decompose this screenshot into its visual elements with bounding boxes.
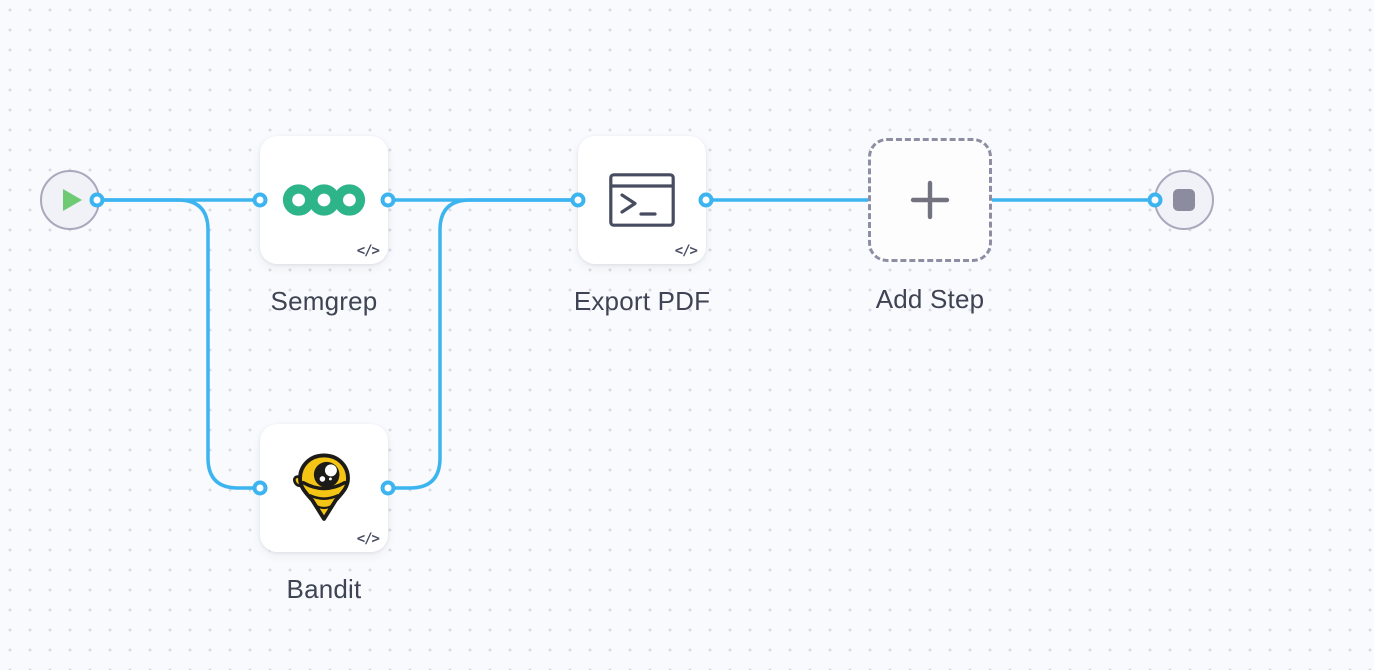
edge-bandit-exportpdf[interactable]: [386, 198, 580, 490]
port-semgrep-out[interactable]: [380, 192, 396, 208]
code-badge-icon: </>: [356, 531, 380, 547]
port-semgrep-in[interactable]: [252, 192, 268, 208]
node-add-step[interactable]: [868, 138, 992, 262]
plus-icon: [910, 180, 950, 220]
bandit-logo-icon: [292, 453, 350, 521]
semgrep-logo-icon: [282, 184, 366, 216]
node-bandit[interactable]: </>: [260, 424, 388, 552]
port-start-out[interactable]: [89, 192, 105, 208]
node-end[interactable]: [1154, 170, 1214, 230]
code-badge-icon: </>: [674, 243, 698, 259]
port-end-in[interactable]: [1147, 192, 1163, 208]
play-icon: [63, 189, 82, 211]
port-bandit-out[interactable]: [380, 480, 396, 496]
port-export-pdf-in[interactable]: [570, 192, 586, 208]
terminal-icon: [609, 173, 675, 227]
node-semgrep[interactable]: </>: [260, 136, 388, 264]
code-badge-icon: </>: [356, 243, 380, 259]
port-export-pdf-out[interactable]: [698, 192, 714, 208]
port-bandit-in[interactable]: [252, 480, 268, 496]
edge-start-bandit[interactable]: [95, 198, 262, 490]
stop-icon: [1173, 189, 1195, 211]
node-export-pdf[interactable]: </>: [578, 136, 706, 264]
